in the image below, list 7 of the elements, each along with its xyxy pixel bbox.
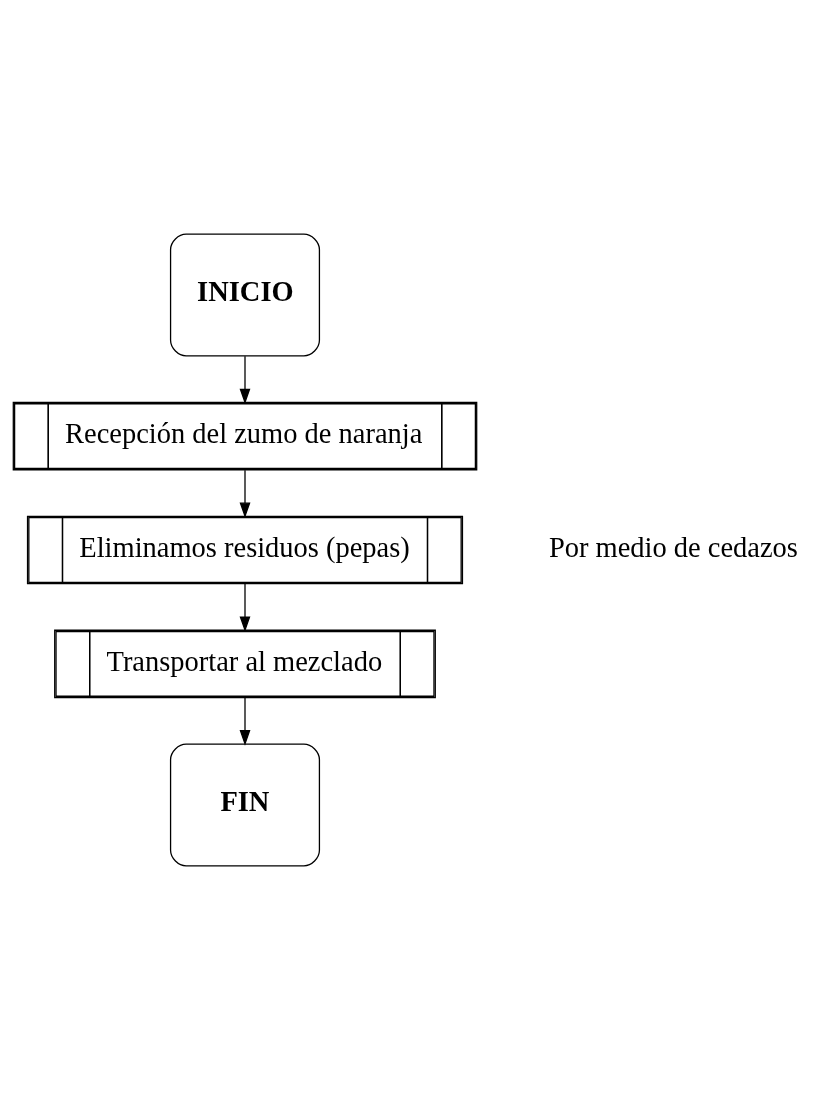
arrow (239, 583, 251, 632)
node-box: FIN (169, 743, 321, 867)
node-label: Por medio de cedazos (548, 532, 798, 564)
arrow (239, 355, 251, 405)
node-box: INICIO (169, 233, 321, 357)
arrow (239, 469, 251, 519)
arrow (239, 697, 251, 746)
